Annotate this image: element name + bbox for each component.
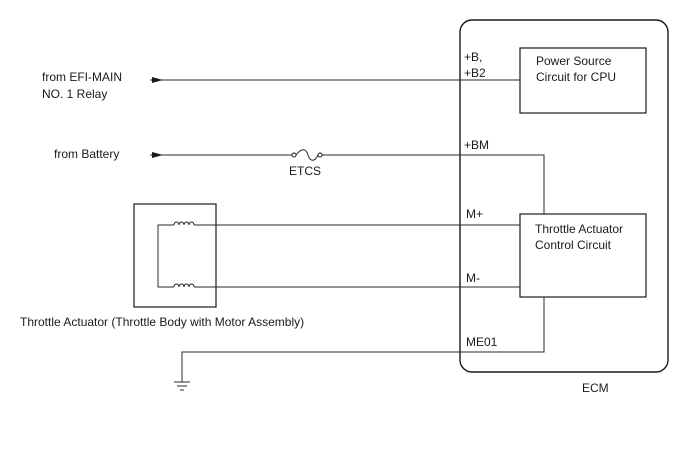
fuse-terminal-left bbox=[291, 152, 297, 158]
coil-top-icon bbox=[173, 221, 195, 226]
ground-icon bbox=[174, 381, 190, 391]
throttle-circuit-label-2: Control Circuit bbox=[535, 238, 612, 252]
efi-main-label-2: NO. 1 Relay bbox=[42, 87, 107, 101]
terminal-m-minus: M- bbox=[466, 271, 480, 285]
ecm-label: ECM bbox=[582, 381, 609, 395]
throttle-actuator-label: Throttle Actuator (Throttle Body with Mo… bbox=[20, 315, 304, 329]
throttle-circuit-label-1: Throttle Actuator bbox=[535, 222, 623, 236]
battery-arrow bbox=[152, 152, 163, 158]
terminal-me01: ME01 bbox=[466, 335, 498, 349]
fuse-label: ETCS bbox=[289, 164, 321, 178]
efi-main-arrow bbox=[152, 77, 163, 83]
power-circuit-label-1: Power Source bbox=[536, 54, 612, 68]
ecm-box bbox=[459, 19, 669, 373]
terminal-b2: +B2 bbox=[464, 66, 486, 80]
power-circuit-label-2: Circuit for CPU bbox=[536, 70, 616, 84]
coil-bottom-icon bbox=[173, 283, 195, 288]
me01-wire bbox=[181, 297, 545, 382]
fuse-terminal-right bbox=[317, 152, 323, 158]
throttle-actuator-box bbox=[133, 203, 217, 308]
efi-main-label-1: from EFI-MAIN bbox=[42, 70, 122, 84]
terminal-b-plus: +B, bbox=[464, 50, 482, 64]
terminal-bm: +BM bbox=[464, 138, 489, 152]
battery-label: from Battery bbox=[54, 147, 119, 161]
fuse-icon bbox=[295, 149, 319, 161]
throttle-control-circuit-box bbox=[519, 213, 647, 298]
actuator-internal-wire bbox=[157, 224, 174, 288]
battery-wire-b bbox=[322, 154, 545, 214]
terminal-m-plus: M+ bbox=[466, 207, 483, 221]
